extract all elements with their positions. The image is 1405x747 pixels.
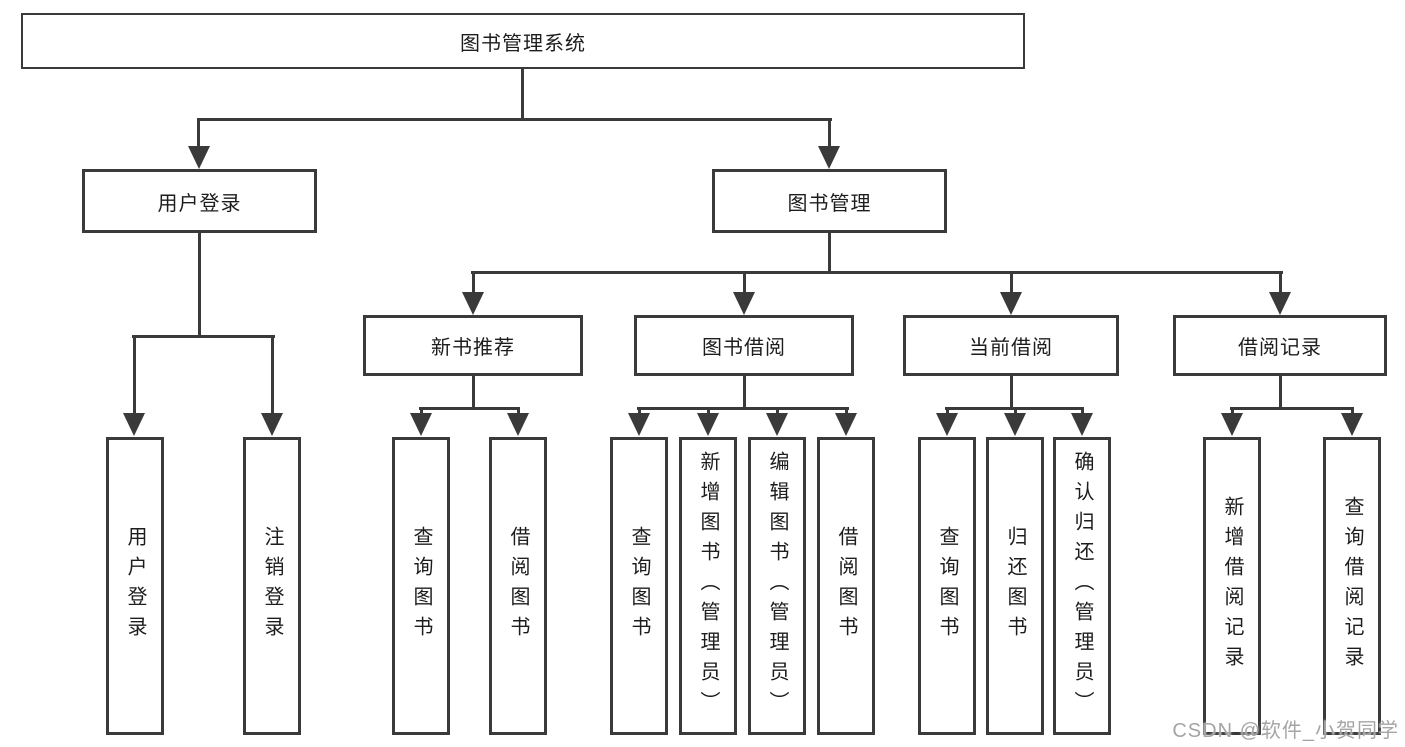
connector-line	[197, 118, 200, 149]
leaf-bb-add-books-admin: 新增图书（管理员）	[679, 437, 737, 735]
connector-line	[707, 407, 710, 415]
connector-line	[271, 335, 274, 415]
arrow-down-icon	[507, 413, 529, 436]
node-label: 新增图书（管理员）	[697, 451, 719, 721]
connector-line	[1010, 376, 1013, 409]
connector-line	[1279, 376, 1282, 409]
node-label: 图书管理系统	[460, 32, 586, 55]
arrow-down-icon	[733, 292, 755, 315]
node-label: 新增借阅记录	[1221, 496, 1243, 676]
connector-line	[776, 407, 779, 415]
arrow-down-icon	[1000, 292, 1022, 315]
connector-line	[1081, 407, 1084, 415]
node-label: 查询借阅记录	[1341, 496, 1363, 676]
connector-line	[472, 271, 475, 293]
arrow-down-icon	[123, 413, 145, 436]
leaf-cb-query-books: 查询图书	[918, 437, 976, 735]
leaf-bb-borrow-books: 借阅图书	[817, 437, 875, 735]
node-label: 查询图书	[410, 526, 432, 646]
leaf-cb-return-books: 归还图书	[986, 437, 1044, 735]
leaf-nbr-query-books: 查询图书	[392, 437, 450, 735]
node-label: 借阅图书	[507, 526, 529, 646]
arrow-down-icon	[1341, 413, 1363, 436]
watermark: CSDN @软件_小贺同学	[1172, 720, 1399, 742]
connector-line	[197, 118, 832, 121]
node-label: 编辑图书（管理员）	[766, 451, 788, 721]
connector-line	[743, 271, 746, 293]
node-label: 查询图书	[628, 526, 650, 646]
leaf-cb-confirm-return-admin: 确认归还（管理员）	[1053, 437, 1111, 735]
connector-line	[638, 407, 641, 415]
leaf-br-add-borrow-record: 新增借阅记录	[1203, 437, 1261, 735]
node-label: 新书推荐	[431, 337, 515, 359]
connector-line	[828, 118, 831, 149]
connector-line	[1279, 271, 1282, 293]
connector-line	[1014, 407, 1017, 415]
node-library-management-system: 图书管理系统	[21, 13, 1025, 69]
connector-line	[521, 69, 524, 121]
leaf-nbr-borrow-books: 借阅图书	[489, 437, 547, 735]
node-label: 图书借阅	[702, 337, 786, 359]
connector-line	[637, 407, 849, 410]
connector-line	[472, 376, 475, 409]
arrow-down-icon	[818, 146, 840, 169]
leaf-logout: 注销登录	[243, 437, 301, 735]
node-label: 借阅图书	[835, 526, 857, 646]
connector-line	[132, 335, 275, 338]
node-label: 用户登录	[124, 526, 146, 646]
connector-line	[1231, 407, 1234, 415]
connector-line	[828, 233, 831, 274]
node-label: 用户登录	[157, 192, 242, 215]
connector-line	[471, 271, 1283, 274]
connector-line	[743, 376, 746, 409]
leaf-br-query-borrow-record: 查询借阅记录	[1323, 437, 1381, 735]
node-label: 图书管理	[787, 192, 872, 215]
node-label: 确认归还（管理员）	[1071, 451, 1093, 721]
leaf-user-login: 用户登录	[106, 437, 164, 735]
connector-line	[419, 407, 520, 410]
connector-line	[1351, 407, 1354, 415]
node-book-management: 图书管理	[712, 169, 947, 233]
arrow-down-icon	[766, 413, 788, 436]
arrow-down-icon	[1071, 413, 1093, 436]
connector-line	[1010, 271, 1013, 293]
connector-line	[517, 407, 520, 415]
node-borrowing-records: 借阅记录	[1173, 315, 1387, 376]
connector-line	[198, 233, 201, 337]
arrow-down-icon	[261, 413, 283, 436]
arrow-down-icon	[1269, 292, 1291, 315]
connector-line	[946, 407, 949, 415]
leaf-bb-edit-books-admin: 编辑图书（管理员）	[748, 437, 806, 735]
node-book-borrowing: 图书借阅	[634, 315, 854, 376]
connector-line	[1230, 407, 1354, 410]
leaf-bb-query-books: 查询图书	[610, 437, 668, 735]
arrow-down-icon	[1221, 413, 1243, 436]
arrow-down-icon	[936, 413, 958, 436]
node-label: 借阅记录	[1238, 337, 1322, 359]
node-new-book-recommend: 新书推荐	[363, 315, 583, 376]
arrow-down-icon	[1004, 413, 1026, 436]
arrow-down-icon	[410, 413, 432, 436]
arrow-down-icon	[188, 146, 210, 169]
connector-line	[845, 407, 848, 415]
node-current-borrowing: 当前借阅	[903, 315, 1119, 376]
node-user-login: 用户登录	[82, 169, 317, 233]
node-label: 当前借阅	[969, 337, 1053, 359]
node-label: 注销登录	[261, 526, 283, 646]
arrow-down-icon	[628, 413, 650, 436]
connector-line	[420, 407, 423, 415]
arrow-down-icon	[462, 292, 484, 315]
node-label: 查询图书	[936, 526, 958, 646]
node-label: 归还图书	[1004, 526, 1026, 646]
arrow-down-icon	[697, 413, 719, 436]
arrow-down-icon	[835, 413, 857, 436]
connector-line	[133, 335, 136, 415]
